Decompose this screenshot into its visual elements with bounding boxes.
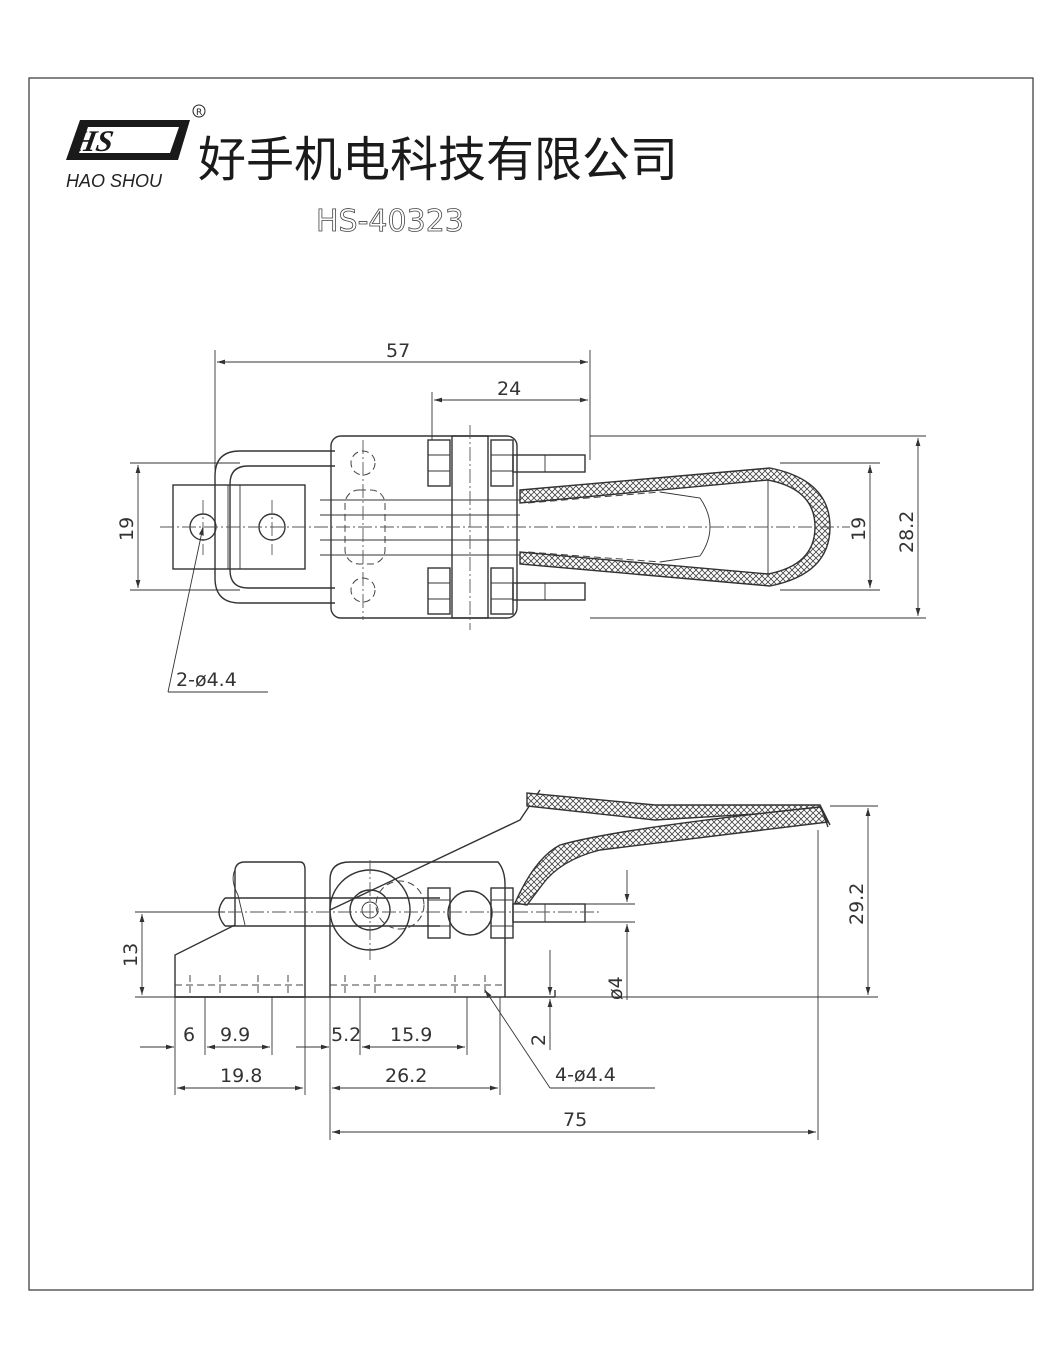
model-number: HS-40323 [316, 204, 464, 239]
dim-d15-9: 15.9 [390, 1024, 432, 1046]
nut-bottom-left [427, 567, 451, 615]
side-hook-block [174, 861, 306, 998]
company-logo: HS R HAO SHOU [66, 104, 206, 191]
side-ball [447, 890, 493, 936]
logo-mark: HS [69, 124, 116, 158]
dim-handle-height: 29.2 [846, 883, 868, 925]
dim-overall-length-top: 57 [386, 340, 410, 362]
hole-callout-side: 4-ø4.4 [555, 1064, 616, 1086]
hole-callout-top: 2-ø4.4 [176, 669, 237, 691]
side-view: 13 29.2 ø4 2 6 9.9 5.2 [120, 789, 878, 1140]
dim-height-left: 13 [120, 943, 142, 967]
dim-d5-2: 5.2 [331, 1024, 361, 1046]
dim-overall-width: 28.2 [896, 511, 918, 553]
top-view: 57 24 19 19 28.2 2-ø4.4 [116, 340, 926, 693]
dim-base-width-left: 19 [116, 517, 138, 541]
dim-handle-width: 19 [848, 517, 870, 541]
side-rod [225, 897, 440, 927]
side-nut-right [490, 887, 514, 939]
company-name: 好手机电科技有限公司 [198, 132, 678, 188]
side-threaded-rod [512, 903, 586, 923]
rod-bottom [512, 582, 586, 601]
top-handle-grip [519, 467, 831, 587]
dim-overall-length-side: 75 [563, 1109, 587, 1131]
registered-mark: R [196, 108, 202, 118]
rod-top [512, 454, 586, 473]
dim-base-thick: 2 [528, 1034, 550, 1046]
side-body [329, 861, 506, 997]
dim-d26-2: 26.2 [385, 1065, 427, 1087]
dim-d9-9: 9.9 [220, 1024, 250, 1046]
nut-bottom-right [490, 567, 514, 615]
dim-rod-dia: ø4 [605, 976, 627, 1000]
dim-d6: 6 [183, 1024, 195, 1046]
logo-subtitle: HAO SHOU [66, 171, 163, 191]
dim-d19-8: 19.8 [220, 1065, 262, 1087]
dim-bolt-span: 24 [497, 378, 521, 400]
registered-icon [192, 104, 206, 118]
nut-top-right [490, 439, 514, 487]
nut-top-left [427, 439, 451, 487]
side-nut-left [427, 887, 451, 939]
drawing-frame [28, 77, 1034, 1291]
